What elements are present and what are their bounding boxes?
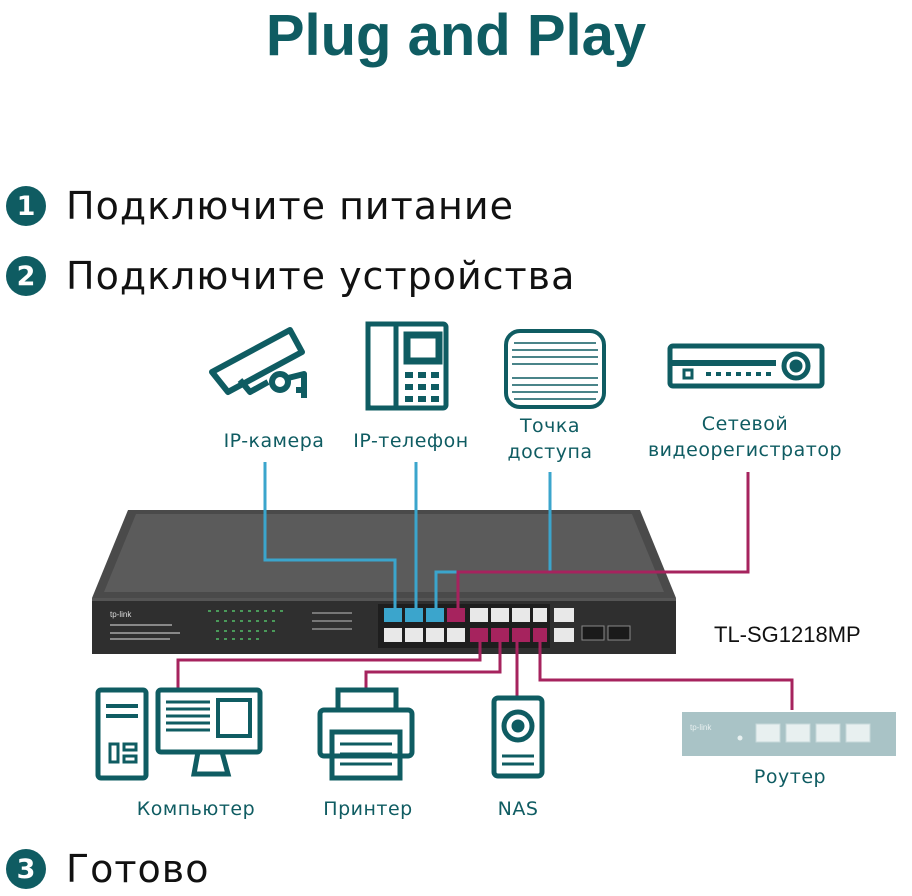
printer-icon [317,687,415,781]
label-printer: Принтер [323,798,413,820]
page-title: Plug and Play [265,3,647,68]
label-nvr-line1: Сетевой [701,413,789,435]
switch-model-label: TL-SG1218MP [714,622,861,647]
label-access-point-line2: доступа [507,441,593,463]
ip-camera-icon [209,327,307,398]
computer-icon [95,687,263,781]
step-number-badge: 1 [6,186,46,226]
label-nvr: Сетевой видеорегистратор [640,411,850,463]
access-point-icon [504,329,606,409]
svg-text:tp-link: tp-link [690,723,712,732]
label-access-point: Точка доступа [490,413,610,465]
nvr-icon [667,343,825,389]
switch-brand-logo: tp-link [110,610,132,619]
step-2: 2 Подключите устройства [6,253,575,299]
switch-device: tp-link [92,510,676,654]
step-text: Готово [66,847,210,891]
step-1: 1 Подключите питание [6,183,514,229]
label-ip-camera: IP-камера [223,430,325,452]
label-computer: Компьютер [136,798,256,820]
label-ip-phone: IP-телефон [353,430,469,452]
step-3: 3 Готово [6,846,209,892]
step-number-badge: 2 [6,256,46,296]
step-text: Подключите питание [66,184,514,228]
label-nvr-line2: видеорегистратор [647,439,843,461]
router-icon: tp-link [682,712,896,756]
step-number-badge: 3 [6,849,46,889]
label-router: Роутер [753,766,827,788]
label-nas: NAS [497,798,539,820]
label-access-point-line1: Точка [519,415,581,437]
nas-icon [491,695,545,779]
nvr-cable [456,472,750,608]
step-text: Подключите устройства [66,254,576,298]
data-cables [176,642,794,710]
ip-phone-icon [365,321,449,411]
